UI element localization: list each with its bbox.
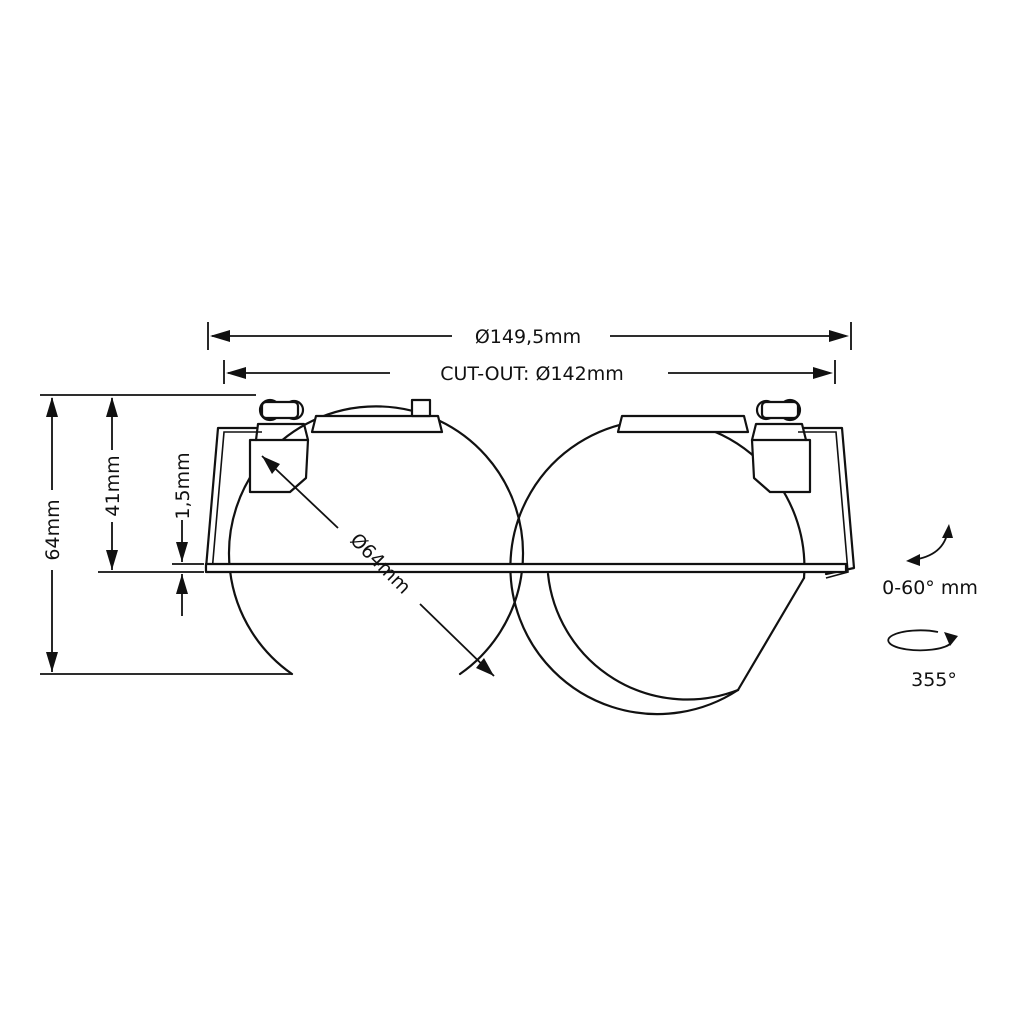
tilt-icon xyxy=(906,524,953,566)
cutout-label: CUT-OUT: Ø142mm xyxy=(440,363,623,385)
left-sphere xyxy=(204,398,525,676)
flange-thickness-dimension xyxy=(172,520,204,616)
overall-diameter-label: Ø149,5mm xyxy=(475,326,581,348)
right-sphere xyxy=(509,398,856,716)
overall-diameter-dimension xyxy=(207,322,852,350)
sphere-diameter-dimension xyxy=(261,455,495,677)
total-height-label: 64mm xyxy=(42,499,64,560)
body-height-label: 41mm xyxy=(102,455,124,516)
flange-thickness-label: 1,5mm xyxy=(172,452,194,519)
cutout-dimension xyxy=(223,360,836,384)
body-height-dimension xyxy=(98,397,204,573)
tilt-label: 0-60° mm xyxy=(882,577,978,599)
flange-plate xyxy=(204,562,848,574)
total-height-dimension xyxy=(40,394,292,675)
rotation-icon xyxy=(887,629,958,652)
rotation-label: 355° xyxy=(911,669,957,691)
